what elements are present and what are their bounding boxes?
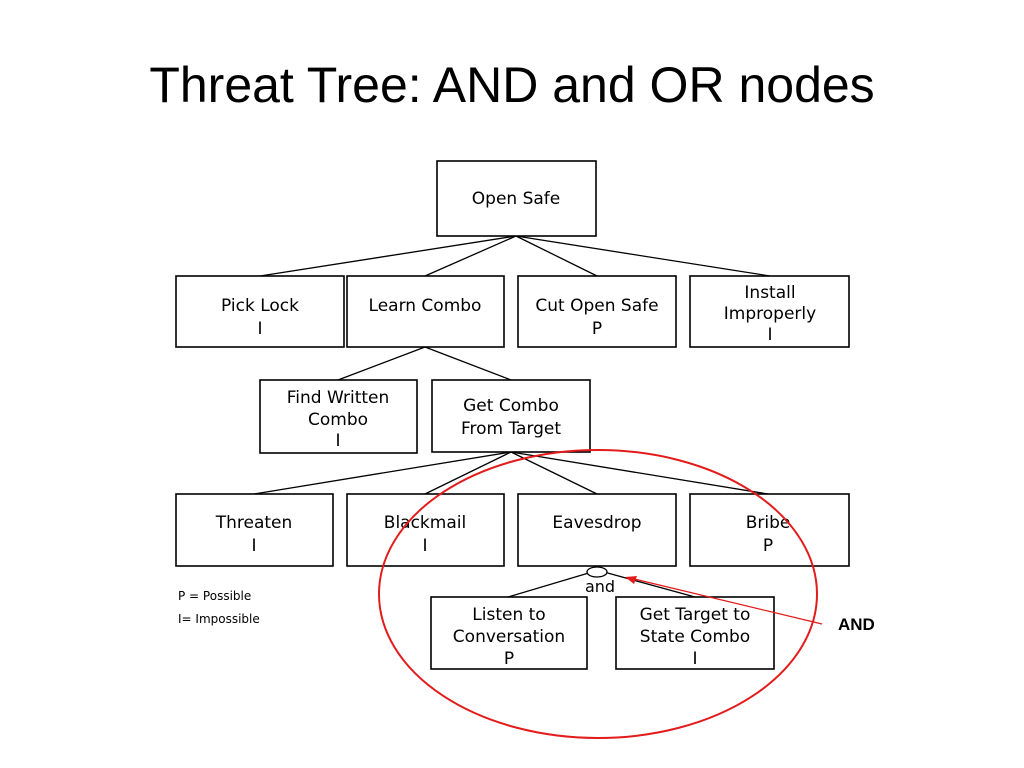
node-install-improperly: Install Improperly I xyxy=(689,275,850,348)
node-bribe-rating: P xyxy=(763,536,773,556)
and-node-marker xyxy=(586,566,608,578)
node-get-target-label-2: State Combo xyxy=(640,627,750,647)
node-threaten-rating: I xyxy=(251,536,256,556)
legend-possible: P = Possible xyxy=(178,589,251,603)
node-cut-open-safe-rating: P xyxy=(592,319,602,339)
node-find-written-combo-label-2: Combo xyxy=(308,410,368,430)
node-get-combo-label-2: From Target xyxy=(461,419,561,439)
edge-root-pick-lock xyxy=(259,235,517,277)
highlight-ellipse xyxy=(378,449,818,739)
slide-title: Threat Tree: AND and OR nodes xyxy=(149,57,875,113)
edge-get-threaten xyxy=(253,451,512,495)
edge-root-learn-combo xyxy=(424,235,517,277)
node-cut-open-safe-label: Cut Open Safe xyxy=(535,296,658,316)
node-listen-rating: P xyxy=(504,649,514,669)
node-find-written-combo-label-1: Find Written xyxy=(287,388,390,408)
node-learn-combo: Learn Combo xyxy=(346,275,505,348)
node-open-safe-label: Open Safe xyxy=(472,189,560,209)
node-get-combo-from-target: Get Combo From Target xyxy=(431,379,591,453)
callout-arrow-head xyxy=(625,576,637,584)
node-cut-open-safe: Cut Open Safe P xyxy=(517,275,677,348)
edge-and-get-target xyxy=(603,571,696,598)
edge-learn-get-combo xyxy=(424,346,512,381)
node-bribe: Bribe P xyxy=(689,493,850,567)
node-install-improperly-label-1: Install xyxy=(744,283,795,303)
node-open-safe: Open Safe xyxy=(436,160,597,237)
node-learn-combo-label: Learn Combo xyxy=(369,296,482,316)
node-pick-lock-rating: I xyxy=(257,319,262,339)
and-node-label: and xyxy=(585,577,615,596)
edge-root-install-improperly xyxy=(515,235,771,277)
node-pick-lock-label: Pick Lock xyxy=(221,296,299,316)
node-pick-lock: Pick Lock I xyxy=(175,275,345,348)
edge-get-bribe xyxy=(510,451,769,495)
and-callout-label: AND xyxy=(838,615,875,634)
and-node: and xyxy=(585,566,615,596)
and-callout-arrow xyxy=(625,576,823,625)
node-get-combo-label-1: Get Combo xyxy=(463,396,559,416)
node-find-written-combo-rating: I xyxy=(335,431,340,451)
edge-and-listen xyxy=(507,571,593,598)
node-eavesdrop: Eavesdrop xyxy=(517,493,677,567)
callout-arrow-line xyxy=(629,577,823,625)
node-listen-label-2: Conversation xyxy=(453,627,565,647)
edge-get-blackmail xyxy=(424,451,512,495)
node-bribe-label: Bribe xyxy=(746,513,791,533)
node-get-target-label-1: Get Target to xyxy=(640,605,751,625)
legend: P = Possible I= Impossible xyxy=(178,589,260,626)
node-blackmail-label: Blackmail xyxy=(384,513,466,533)
edges-root xyxy=(259,235,771,277)
node-listen-to-conversation: Listen to Conversation P xyxy=(430,596,588,670)
edges-get-combo xyxy=(253,451,769,495)
node-install-improperly-rating: I xyxy=(767,325,772,345)
node-eavesdrop-label: Eavesdrop xyxy=(552,513,641,533)
edge-root-cut-open-safe xyxy=(515,235,598,277)
node-blackmail-rating: I xyxy=(422,536,427,556)
legend-impossible: I= Impossible xyxy=(178,612,260,626)
edge-learn-find-written xyxy=(337,346,426,381)
edges-learn-combo xyxy=(337,346,512,381)
node-get-target-to-state-combo: Get Target to State Combo I xyxy=(615,596,775,670)
node-find-written-combo: Find Written Combo I xyxy=(259,379,418,454)
node-get-target-rating: I xyxy=(692,649,697,669)
node-threaten-label: Threaten xyxy=(215,513,293,533)
node-install-improperly-label-2: Improperly xyxy=(724,304,816,324)
node-listen-label-1: Listen to xyxy=(472,605,545,625)
node-threaten: Threaten I xyxy=(175,493,334,567)
